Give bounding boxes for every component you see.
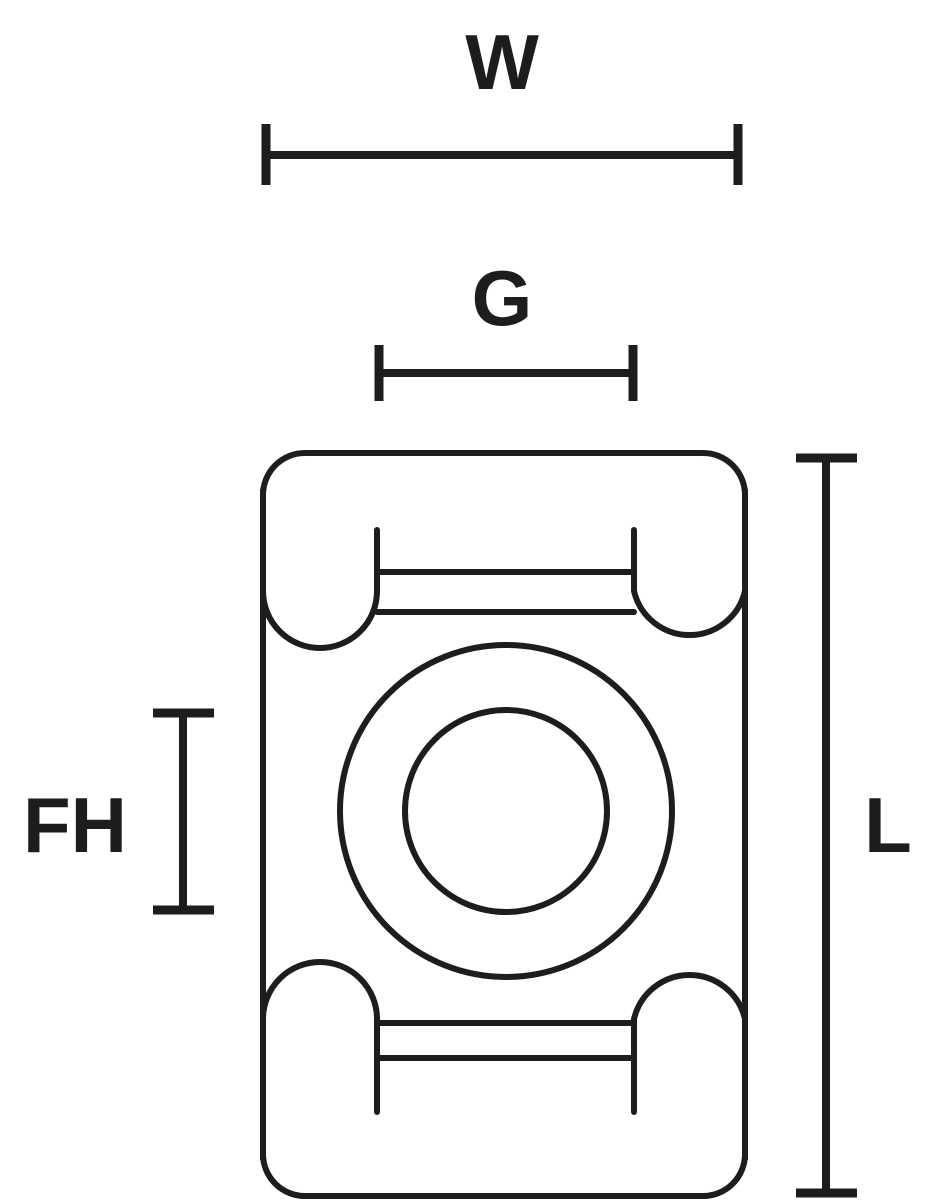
dimension-label-w: W — [465, 18, 539, 106]
dimension-g: G — [374, 254, 638, 401]
tab-top-left — [260, 487, 380, 651]
inner-hole-circle — [402, 707, 610, 915]
dimension-l: L — [796, 453, 912, 1198]
tab-top-right — [631, 487, 748, 638]
part-outline-group — [260, 450, 748, 1199]
dimension-w: W — [261, 18, 743, 185]
dimension-label-l: L — [864, 781, 912, 869]
tab-bottom-right — [631, 972, 748, 1162]
outer-hole-circle — [337, 642, 675, 980]
dimension-fh: FH — [23, 708, 214, 915]
dimension-label-fh: FH — [23, 781, 127, 869]
rounded-rectangle-body — [260, 450, 748, 1199]
dimension-label-g: G — [472, 254, 533, 342]
tab-bottom-left — [260, 959, 380, 1162]
